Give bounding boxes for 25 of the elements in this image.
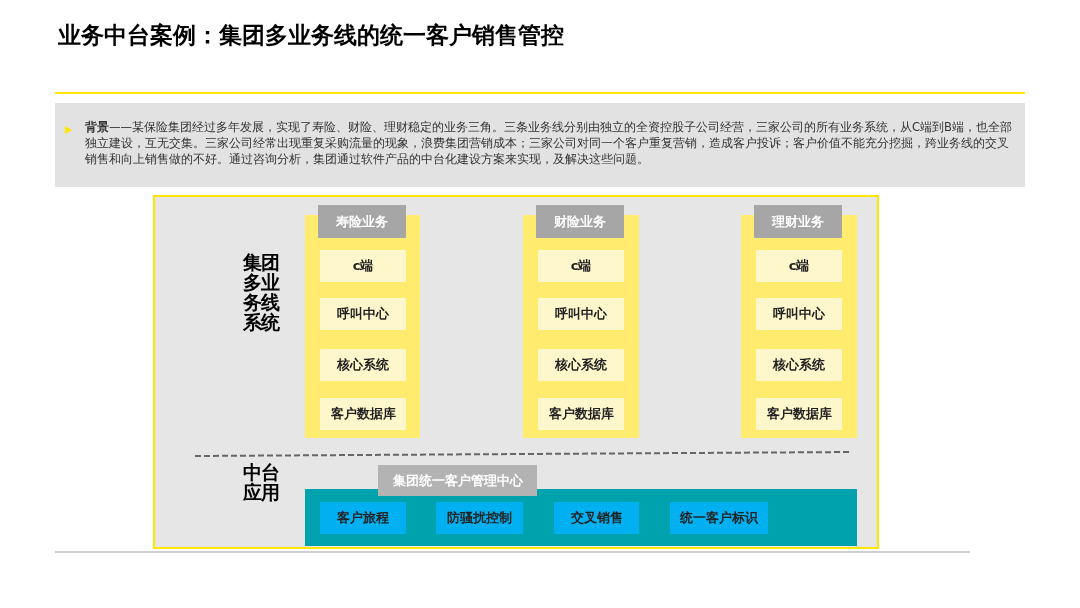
header-box: 理财业务 [754, 205, 842, 238]
system-box: c端 [756, 250, 842, 282]
text-panel [55, 103, 1025, 187]
system-box: 呼叫中心 [320, 298, 406, 330]
system-box: 核心系统 [320, 349, 406, 381]
system-box: 核心系统 [538, 349, 624, 381]
header-box: 寿险业务 [318, 205, 406, 238]
system-box: 防骚扰控制 [436, 502, 523, 534]
section-label: 中台应用 [243, 462, 280, 502]
system-box: 统一客户标识 [670, 502, 768, 534]
system-box: 呼叫中心 [756, 298, 842, 330]
section-label: 集团多业务线系统 [243, 252, 281, 332]
system-box: 核心系统 [756, 349, 842, 381]
system-box: c端 [538, 250, 624, 282]
system-box: 客户数据库 [538, 398, 624, 430]
system-box: 呼叫中心 [538, 298, 624, 330]
system-box: 交叉销售 [554, 502, 639, 534]
header-box: 集团统一客户管理中心 [378, 465, 537, 496]
system-box: 客户数据库 [756, 398, 842, 430]
title: 业务中台案例：集团多业务线的统一客户销售管控 [58, 21, 564, 50]
system-box: 客户数据库 [320, 398, 406, 430]
system-box: c端 [320, 250, 406, 282]
paragraph: 背景——某保险集团经过多年发展，实现了寿险、财险、理财稳定的业务三角。三条业务线分别由独立的全资控股子公司经营，三家公司的所有业务系统，从C端到B端，也全部独立建设，互无交集。三家公司经常出现重复采购流量的现象，浪费集团营销成本；三家公司对同一个客户重复营销，造成客户投诉；客户价值不能充分挖掘，跨业务线的交叉销售和向上销售做的不好。通过咨询分析，集团通过软件产品的中台化建设方案来实现，及解决这些问题。 [85, 119, 1013, 167]
header-box: 财险业务 [536, 205, 624, 238]
system-box: 客户旅程 [320, 502, 406, 534]
